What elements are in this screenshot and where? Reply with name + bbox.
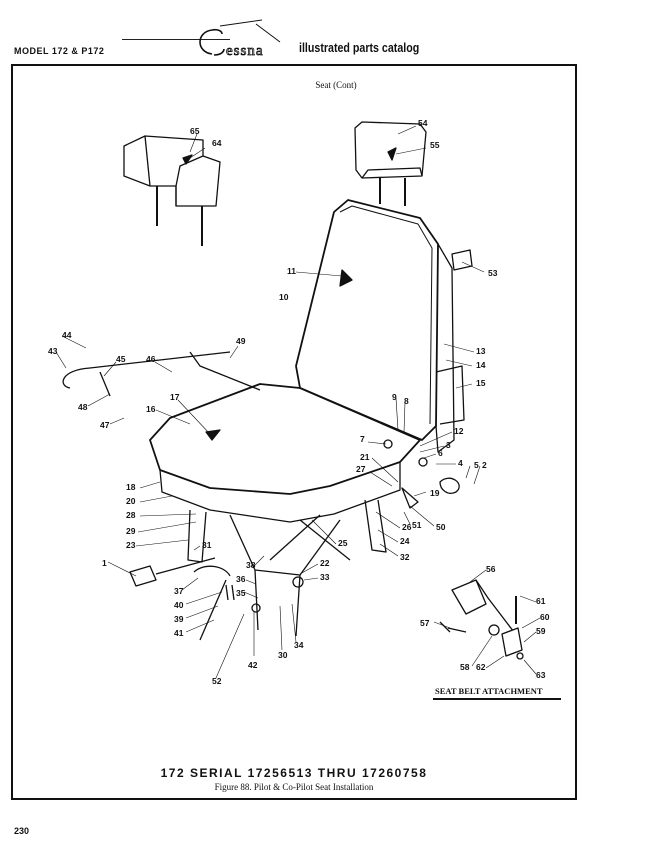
callout-18: 18 [126, 482, 136, 492]
header-rule [122, 39, 230, 40]
callout-50: 50 [436, 522, 446, 532]
callout-45: 45 [116, 354, 126, 364]
callout-61: 61 [536, 596, 546, 606]
callout-43: 43 [48, 346, 58, 356]
callout-6: 6 [438, 448, 443, 458]
callout-29: 29 [126, 526, 136, 536]
callout-14: 14 [476, 360, 486, 370]
callout-24: 24 [400, 536, 410, 546]
callout-55: 55 [430, 140, 440, 150]
callout-33: 33 [320, 572, 330, 582]
callout-58: 58 [460, 662, 470, 672]
callout-2: 2 [482, 460, 487, 470]
callout-4: 4 [458, 458, 463, 468]
callout-52: 52 [212, 676, 222, 686]
callout-59: 59 [536, 626, 546, 636]
callout-39: 39 [174, 614, 184, 624]
callout-27: 27 [356, 464, 366, 474]
serial-range: 172 SERIAL 17256513 THRU 17260758 [160, 766, 428, 780]
cessna-logo: essna [199, 19, 281, 59]
callout-42: 42 [248, 660, 258, 670]
callout-11: 11 [287, 266, 296, 276]
callout-26: 26 [402, 522, 412, 532]
callout-25: 25 [338, 538, 348, 548]
callout-28: 28 [126, 510, 136, 520]
callout-13: 13 [476, 346, 486, 356]
seat-belt-attachment-label: SEAT BELT ATTACHMENT [435, 686, 543, 696]
callout-49: 49 [236, 336, 246, 346]
callout-16: 16 [146, 404, 156, 414]
callout-20: 20 [126, 496, 136, 506]
callout-19: 19 [430, 488, 440, 498]
svg-text:essna: essna [226, 43, 264, 59]
callout-31: 31 [202, 540, 212, 550]
callout-32: 32 [400, 552, 410, 562]
callout-22: 22 [320, 558, 330, 568]
callout-36: 36 [236, 574, 246, 584]
callout-47: 47 [100, 420, 110, 430]
callout-15: 15 [476, 378, 486, 388]
callout-54: 54 [418, 118, 428, 128]
callout-64: 64 [212, 138, 222, 148]
figure-frame [11, 64, 577, 800]
page-number: 230 [14, 826, 30, 836]
callout-9: 9 [392, 392, 397, 402]
callout-10: 10 [279, 292, 289, 302]
callout-46: 46 [146, 354, 156, 364]
callout-17: 17 [170, 392, 180, 402]
callout-41: 41 [174, 628, 184, 638]
callout-63: 63 [536, 670, 546, 680]
callout-57: 57 [420, 618, 430, 628]
callout-3: 3 [446, 440, 451, 450]
figure-caption: Figure 88. Pilot & Co-Pilot Seat Install… [214, 782, 374, 792]
callout-44: 44 [62, 330, 72, 340]
callout-30: 30 [278, 650, 288, 660]
callout-56: 56 [486, 564, 496, 574]
callout-35: 35 [236, 588, 246, 598]
figure-subtitle: Seat (Cont) [315, 80, 357, 90]
model-label: MODEL 172 & P172 [14, 46, 105, 56]
callout-38: 38 [246, 560, 256, 570]
inset-underline [433, 698, 561, 700]
callout-7: 7 [360, 434, 365, 444]
callout-34: 34 [294, 640, 304, 650]
callout-65: 65 [190, 126, 200, 136]
callout-8: 8 [404, 396, 409, 406]
callout-1: 1 [102, 558, 107, 568]
callout-5: 5 [474, 460, 479, 470]
callout-37: 37 [174, 586, 184, 596]
callout-53: 53 [488, 268, 498, 278]
catalog-label: illustrated parts catalog [299, 40, 420, 55]
callout-40: 40 [174, 600, 184, 610]
callout-12: 12 [454, 426, 464, 436]
callout-60: 60 [540, 612, 550, 622]
callout-51: 51 [412, 520, 422, 530]
callout-48: 48 [78, 402, 88, 412]
callout-62: 62 [476, 662, 486, 672]
callout-23: 23 [126, 540, 136, 550]
callout-21: 21 [360, 452, 370, 462]
